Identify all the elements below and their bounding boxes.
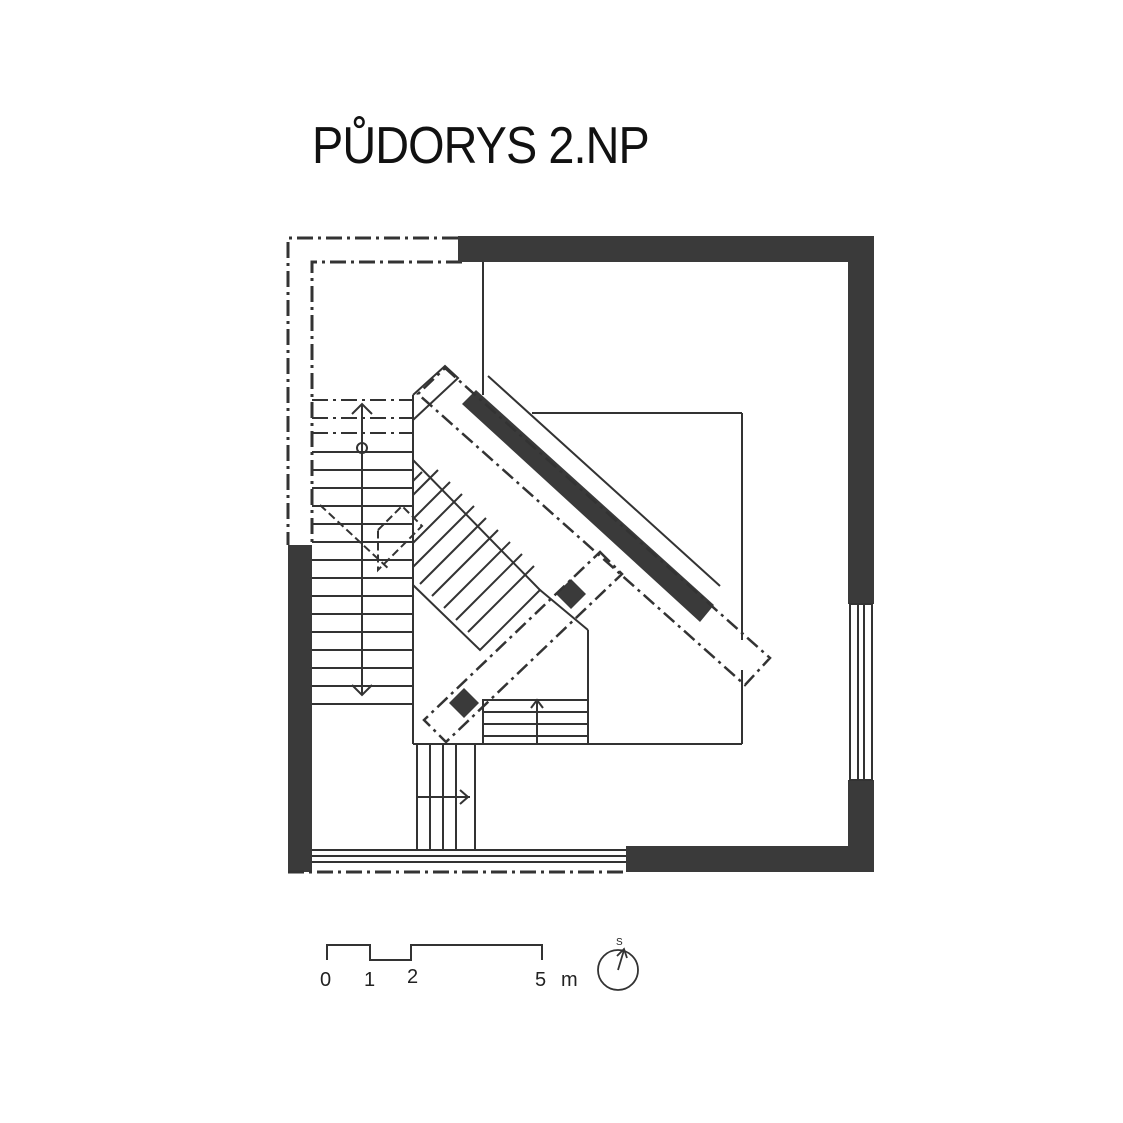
diagonal-wall bbox=[412, 364, 772, 744]
scale-bar bbox=[326, 944, 543, 961]
north-arrow-label: S bbox=[616, 937, 623, 948]
scale-label-1: 1 bbox=[364, 969, 375, 991]
plan-title: PŮDORYS 2.NP bbox=[312, 117, 650, 175]
left-stair bbox=[312, 399, 413, 705]
void-outline bbox=[286, 236, 462, 545]
right-window bbox=[849, 603, 873, 781]
lower-stairs bbox=[416, 698, 589, 851]
lower-beam bbox=[422, 550, 624, 744]
scale-label-2: 2 bbox=[407, 966, 418, 988]
columns bbox=[449, 579, 586, 718]
diagonal-stair bbox=[319, 459, 542, 652]
scale-unit: m bbox=[561, 969, 578, 991]
scale-label-0: 0 bbox=[320, 969, 331, 991]
bottom-glazing bbox=[288, 849, 626, 874]
north-arrow-icon bbox=[597, 947, 639, 991]
scale-label-5: 5 bbox=[535, 969, 546, 991]
exterior-walls bbox=[288, 236, 874, 872]
